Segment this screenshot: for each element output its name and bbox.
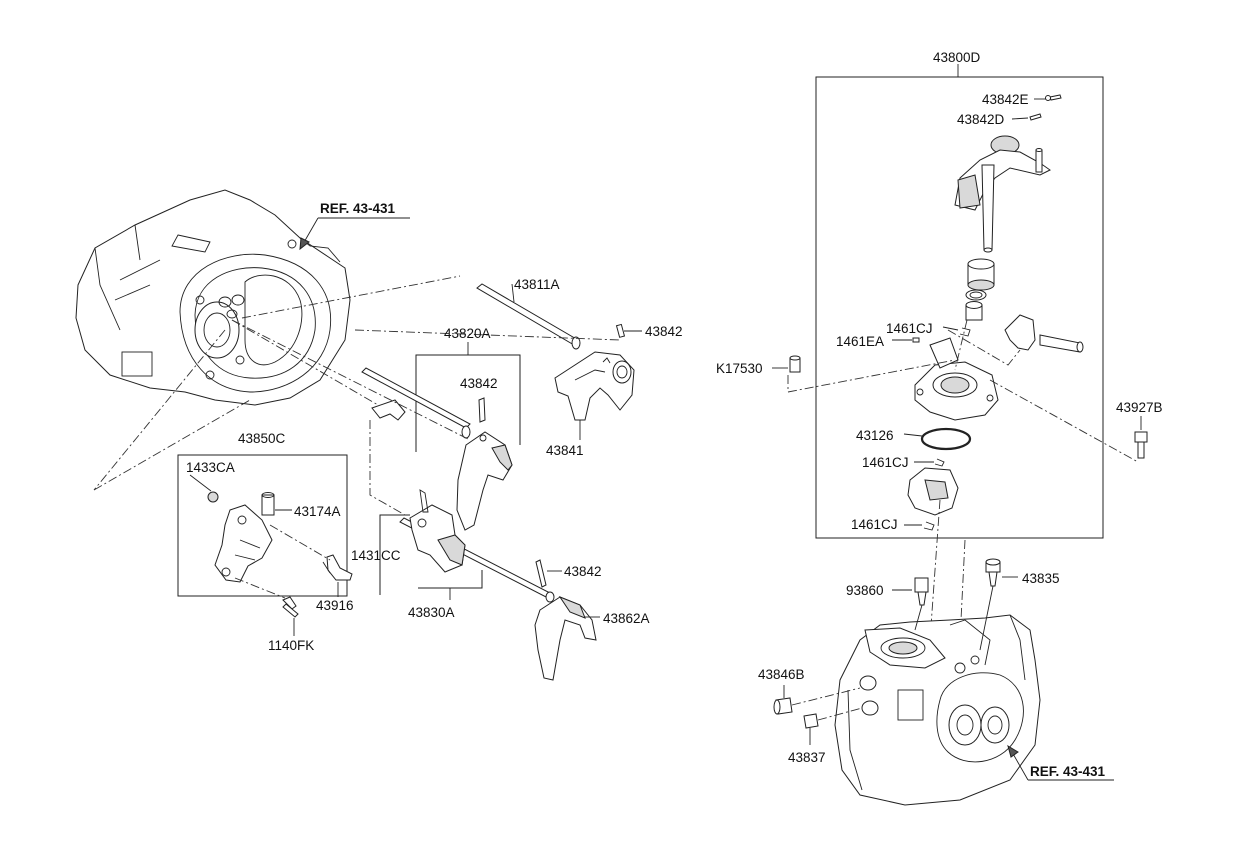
transmission-case-right xyxy=(834,614,1041,806)
transmission-case-left xyxy=(75,189,351,406)
label-43811A: 43811A xyxy=(514,277,560,292)
label-43837: 43837 xyxy=(788,750,826,765)
bolt-43927B xyxy=(1134,416,1148,459)
plug-43846B xyxy=(773,685,861,715)
label-43830A: 43830A xyxy=(408,605,455,620)
label-K17530: K17530 xyxy=(716,361,763,376)
bracket-1431CC xyxy=(379,514,410,595)
label-43916: 43916 xyxy=(316,598,354,613)
plug-43837 xyxy=(803,707,863,745)
assembly-box-43800D xyxy=(815,76,1104,539)
shift-lug-and-rail-43830A xyxy=(399,489,555,603)
dashed-assembly-lines-right xyxy=(787,319,1139,681)
select-lever-43850C xyxy=(207,491,353,618)
ref-label-left: REF. 43-431 xyxy=(320,201,396,216)
label-43820A: 43820A xyxy=(444,326,491,341)
label-43862A: 43862A xyxy=(603,611,650,626)
dashed-assembly-lines-left xyxy=(93,275,621,599)
label-43174A: 43174A xyxy=(294,504,341,519)
label-1140FK: 1140FK xyxy=(268,638,314,653)
part-number-labels: 43800D 43842E 43842D 1461CJ 1461EA K1753… xyxy=(186,50,1163,765)
shift-rail-43811A xyxy=(476,283,581,350)
shift-fork-43841 xyxy=(554,323,642,440)
label-1431CC: 1431CC xyxy=(351,548,401,563)
label-1461CJ-top: 1461CJ xyxy=(886,321,933,336)
control-shaft-assembly-43800D xyxy=(892,94,1084,531)
label-43850C: 43850C xyxy=(238,431,286,446)
label-43927B: 43927B xyxy=(1116,400,1163,415)
label-43846B: 43846B xyxy=(758,667,805,682)
shift-fork-43862A xyxy=(534,570,600,681)
label-43835: 43835 xyxy=(1022,571,1060,586)
label-43842E: 43842E xyxy=(982,92,1029,107)
plug-43835 xyxy=(979,558,1018,651)
plug-K17530 xyxy=(772,355,801,373)
ref-label-right: REF. 43-431 xyxy=(1030,764,1106,779)
label-43842D: 43842D xyxy=(957,112,1005,127)
ref-callout-right: REF. 43-431 xyxy=(1007,744,1114,781)
label-43842-bottom: 43842 xyxy=(564,564,602,579)
label-1461CJ-bottom: 1461CJ xyxy=(851,517,898,532)
label-43842-mid: 43842 xyxy=(460,376,498,391)
label-1433CA: 1433CA xyxy=(186,460,235,475)
ref-callout-left: REF. 43-431 xyxy=(299,201,410,251)
bracket-43830A xyxy=(418,570,483,589)
leaders-43850C xyxy=(189,474,339,636)
label-93860: 93860 xyxy=(846,583,884,598)
label-1461CJ-mid: 1461CJ xyxy=(862,455,909,470)
label-43842-top: 43842 xyxy=(645,324,683,339)
label-43841: 43841 xyxy=(546,443,584,458)
label-1461EA: 1461EA xyxy=(836,334,884,349)
assembly-box-43850C xyxy=(177,454,348,597)
label-43800D: 43800D xyxy=(933,50,981,65)
shift-rail-and-fork-43820A xyxy=(361,367,513,531)
label-43126: 43126 xyxy=(856,428,894,443)
switch-93860 xyxy=(892,577,929,631)
